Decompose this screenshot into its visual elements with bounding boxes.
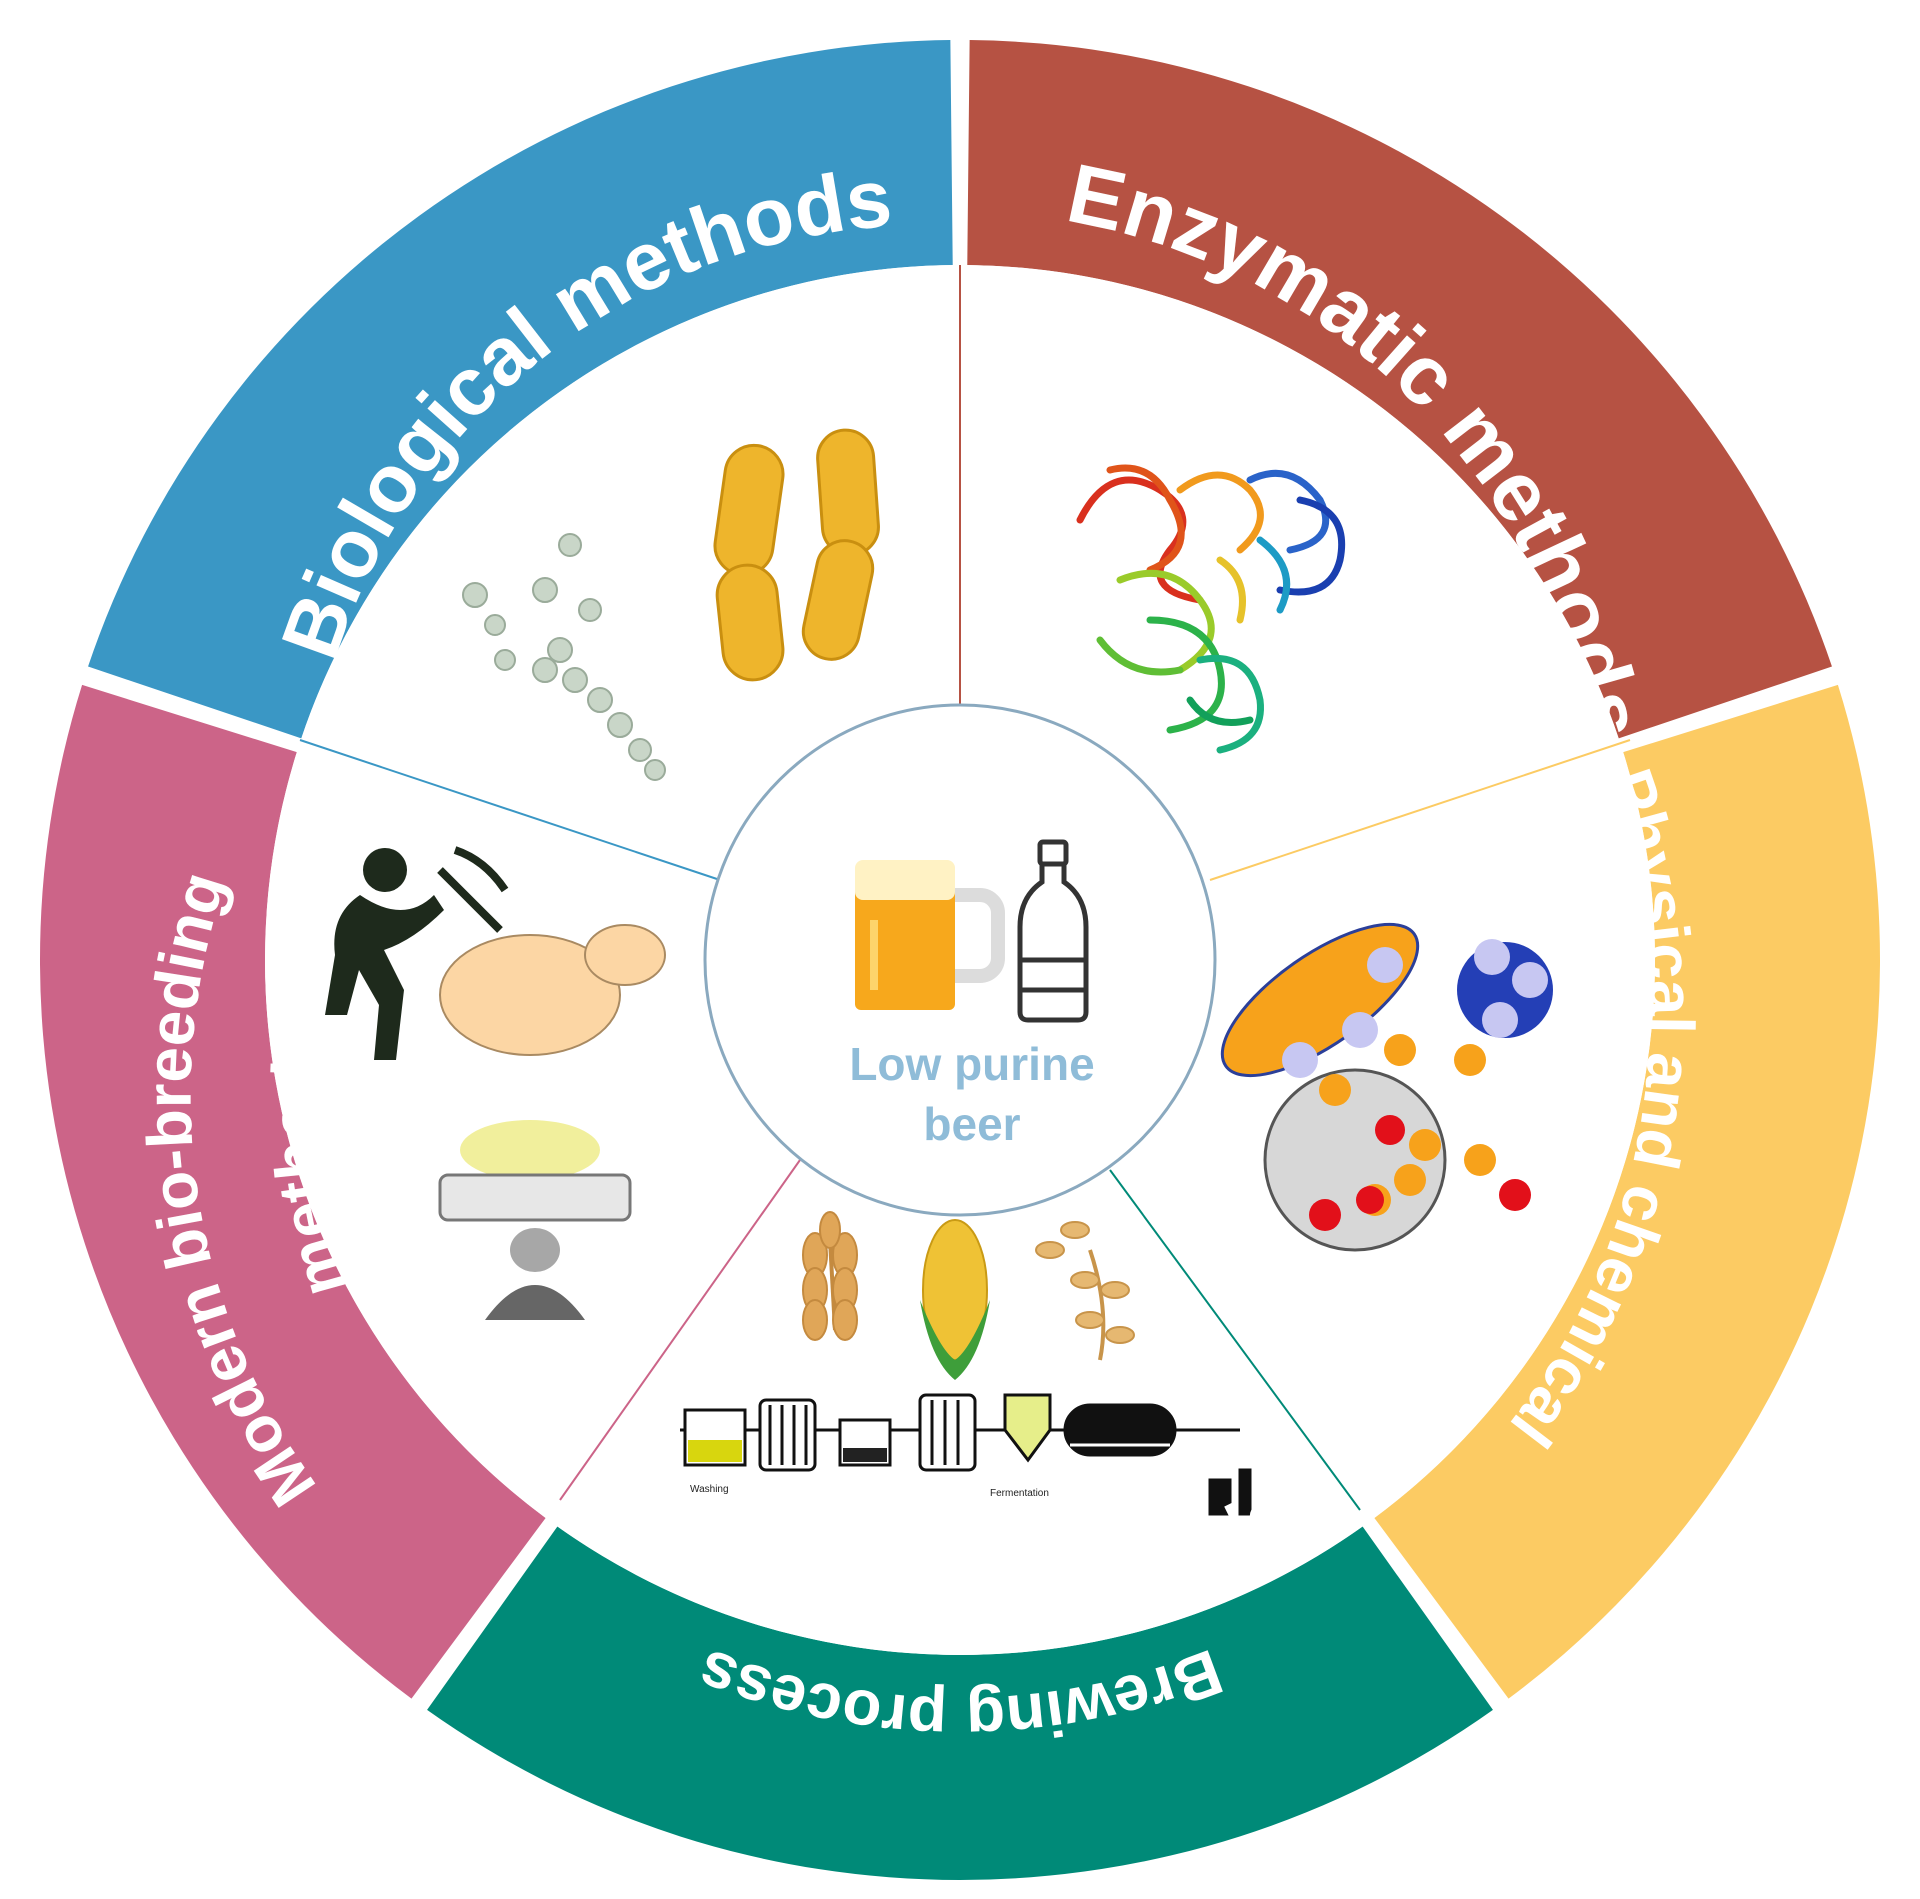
bottle-icon bbox=[1017, 839, 1089, 1023]
petri-dish-icon bbox=[438, 1120, 632, 1320]
miner-icon bbox=[325, 846, 509, 1060]
rod-bacteria-icon bbox=[713, 428, 880, 682]
ring-segment-physical-chemical bbox=[1374, 684, 1880, 1699]
divider-mod-bio bbox=[299, 739, 721, 881]
center-circle bbox=[703, 703, 1217, 1217]
corn-icon bbox=[920, 1219, 990, 1380]
ring-segment-biological bbox=[88, 40, 953, 739]
beer-mug-icon bbox=[855, 860, 1005, 1010]
ring-segment-brewing bbox=[427, 1526, 1493, 1880]
ring-segment-enzymatic bbox=[967, 40, 1832, 739]
rice-icon bbox=[1035, 1221, 1135, 1361]
divider-brew-mod bbox=[559, 1159, 801, 1501]
protein-structure-icon bbox=[1076, 464, 1346, 754]
center-label-line1: Low purine bbox=[849, 1038, 1094, 1090]
process-label-fermentation: Fermentation bbox=[990, 1488, 1049, 1499]
process-label-washing: Washing bbox=[690, 1484, 729, 1495]
divider-phys-brew bbox=[1109, 1169, 1361, 1511]
mold-hyphae-icon bbox=[462, 533, 666, 781]
yeast-cell-icon bbox=[439, 924, 666, 1056]
divider-enz-phys bbox=[1209, 739, 1631, 881]
ring-segments bbox=[39, 40, 1880, 1880]
ring-segment-bio-breeding bbox=[39, 684, 546, 1699]
adsorbent-particle-icon bbox=[1220, 922, 1553, 1252]
center-label-line2: beer bbox=[923, 1098, 1020, 1150]
wheat-icon bbox=[802, 1211, 858, 1341]
brewing-line-icon bbox=[680, 1393, 1252, 1516]
